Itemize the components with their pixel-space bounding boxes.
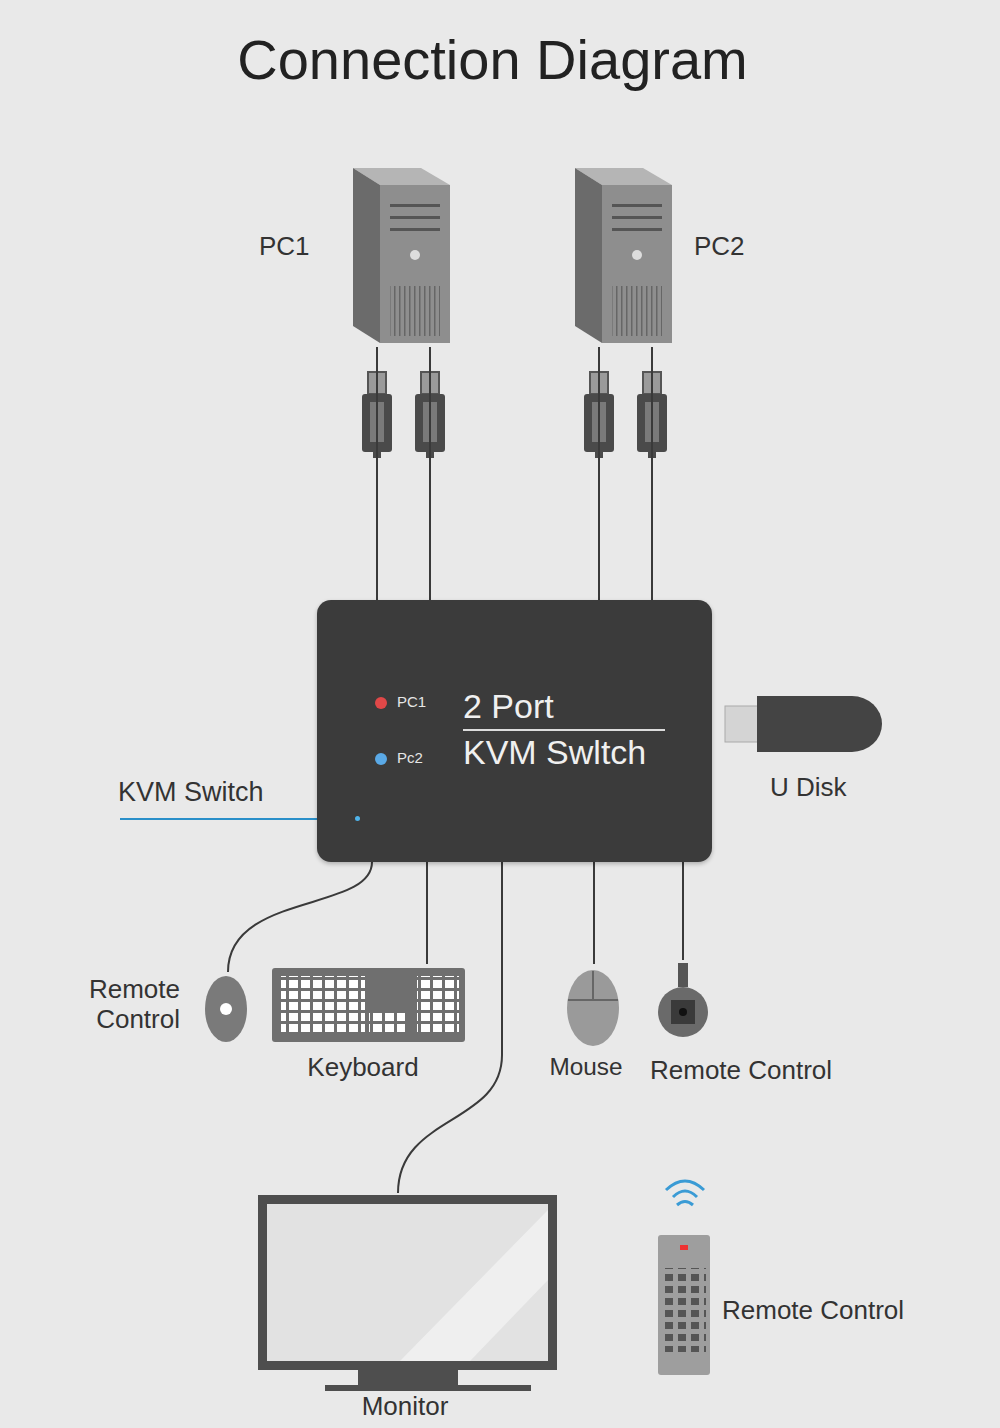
ir-remote <box>658 1181 710 1375</box>
keyboard-icon-part <box>272 968 465 1042</box>
mouse-icon-part <box>568 999 618 1001</box>
cable <box>228 862 372 972</box>
cable <box>376 347 378 600</box>
keyboard-node: Keyboard <box>268 964 468 1086</box>
keyboard-icon-part <box>417 976 459 1033</box>
mouse-icon <box>567 970 619 1046</box>
ir-remote-part <box>680 1245 688 1250</box>
kvm-switch-box: PC1Pc2 2 PortKVM Swltch <box>317 600 712 862</box>
cable <box>682 862 684 960</box>
pc1-tower-part <box>353 168 450 343</box>
remote-button-part <box>658 987 708 1037</box>
cable <box>598 347 600 600</box>
remote-oval-part <box>220 1003 232 1015</box>
monitor-node: Monitor <box>255 1193 561 1425</box>
ir-remote-part <box>666 1181 704 1190</box>
u-disk-part <box>757 696 882 752</box>
diagram-title: Connection Diagram <box>0 28 985 92</box>
node-label: PC2 <box>694 232 745 262</box>
keyboard-icon <box>272 968 465 1042</box>
node-label: Monitor <box>255 1392 555 1422</box>
remote-button-part <box>679 1008 687 1016</box>
monitor-icon-part <box>267 1204 548 1361</box>
ir-remote-part <box>662 1268 706 1352</box>
led-red <box>375 697 387 709</box>
node-label: Remote Control <box>650 1056 832 1086</box>
monitor-icon-part <box>258 1195 557 1370</box>
pc2-tower-part <box>575 168 672 343</box>
node-label: PC1 <box>259 232 310 262</box>
cable <box>426 862 428 964</box>
cable <box>651 347 653 600</box>
led-blue <box>375 753 387 765</box>
cable-plugs <box>362 372 667 458</box>
ir-remote-part <box>673 1191 697 1197</box>
keyboard-icon-part <box>369 1010 405 1033</box>
monitor-icon-part <box>358 1370 458 1385</box>
ir-remote-part <box>658 1235 710 1375</box>
pc-node: PC2 <box>575 165 765 347</box>
callout-label: KVM Switch <box>118 777 264 808</box>
node-label: U Disk <box>770 773 847 803</box>
u-disk-node: U Disk <box>720 690 888 808</box>
remote-node: Remote Control <box>648 1182 938 1378</box>
node-label: 2 Port <box>463 687 554 726</box>
node-label: Remote Control <box>722 1296 904 1326</box>
pc2-tower <box>575 168 672 343</box>
mouse-node: Mouse <box>538 964 634 1086</box>
u-disk <box>725 696 882 752</box>
pc-node: PC1 <box>250 165 455 347</box>
pc1-tower <box>353 168 450 343</box>
node-label: Mouse <box>538 1053 634 1081</box>
monitor-icon-part <box>400 1210 548 1361</box>
node-label: KVM Swltch <box>463 733 646 772</box>
monitor-icon-part <box>325 1385 531 1391</box>
u-disk-part <box>725 706 761 742</box>
mouse-icon-part <box>567 970 619 1046</box>
title-rule <box>463 729 665 731</box>
node-label: Keyboard <box>268 1053 458 1083</box>
remote-button-part <box>678 963 688 987</box>
ir-sensor <box>355 816 360 821</box>
node-label: PC1 <box>397 693 426 710</box>
mouse-icon-part <box>592 971 594 1000</box>
remote-oval-part <box>205 976 247 1042</box>
remote-button <box>658 963 708 1037</box>
keyboard-icon-part <box>281 976 365 1033</box>
remote-node: Remote Control <box>648 960 864 1090</box>
node-label: Remote Control <box>68 974 180 1034</box>
remote-button-part <box>671 1000 695 1024</box>
node-label: Pc2 <box>397 749 423 766</box>
cable <box>429 347 431 600</box>
cable <box>398 862 502 1193</box>
monitor-icon <box>258 1195 557 1391</box>
remote-node: Remote Control <box>68 972 252 1046</box>
cable <box>593 862 595 964</box>
remote-oval <box>205 976 247 1042</box>
ir-remote-part <box>677 1202 693 1206</box>
